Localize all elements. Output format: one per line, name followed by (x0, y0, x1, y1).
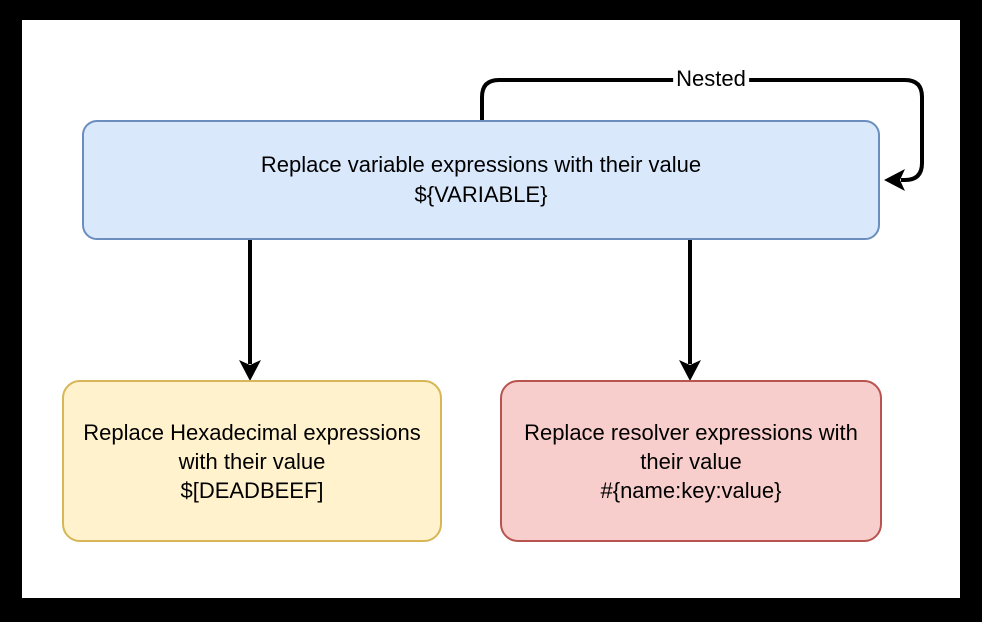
nested-edge-label: Nested (673, 66, 749, 92)
edge-nested-loop-arrowhead (884, 169, 905, 191)
node-hexadecimal-line-1: Replace Hexadecimal expressions (83, 419, 421, 445)
node-hexadecimal: Replace Hexadecimal expressions with the… (62, 380, 442, 542)
node-resolver: Replace resolver expressions with their … (500, 380, 882, 542)
edge-variable-to-resolver-arrowhead (679, 360, 701, 381)
node-hexadecimal-line-2: with their value (178, 448, 326, 474)
node-resolver-line-3: #{name:key:value} (600, 477, 782, 503)
node-resolver-line-2: their value (640, 448, 742, 474)
node-resolver-line-1: Replace resolver expressions with (524, 419, 858, 445)
node-variable-line-1: Replace variable expressions with their … (260, 152, 702, 177)
node-variable: Replace variable expressions with their … (82, 120, 880, 240)
node-variable-line-2: ${VARIABLE} (414, 182, 548, 207)
edge-variable-to-hexadecimal-arrowhead (239, 360, 261, 381)
node-hexadecimal-line-3: $[DEADBEEF] (180, 477, 324, 503)
edge-nested-loop (480, 78, 924, 182)
